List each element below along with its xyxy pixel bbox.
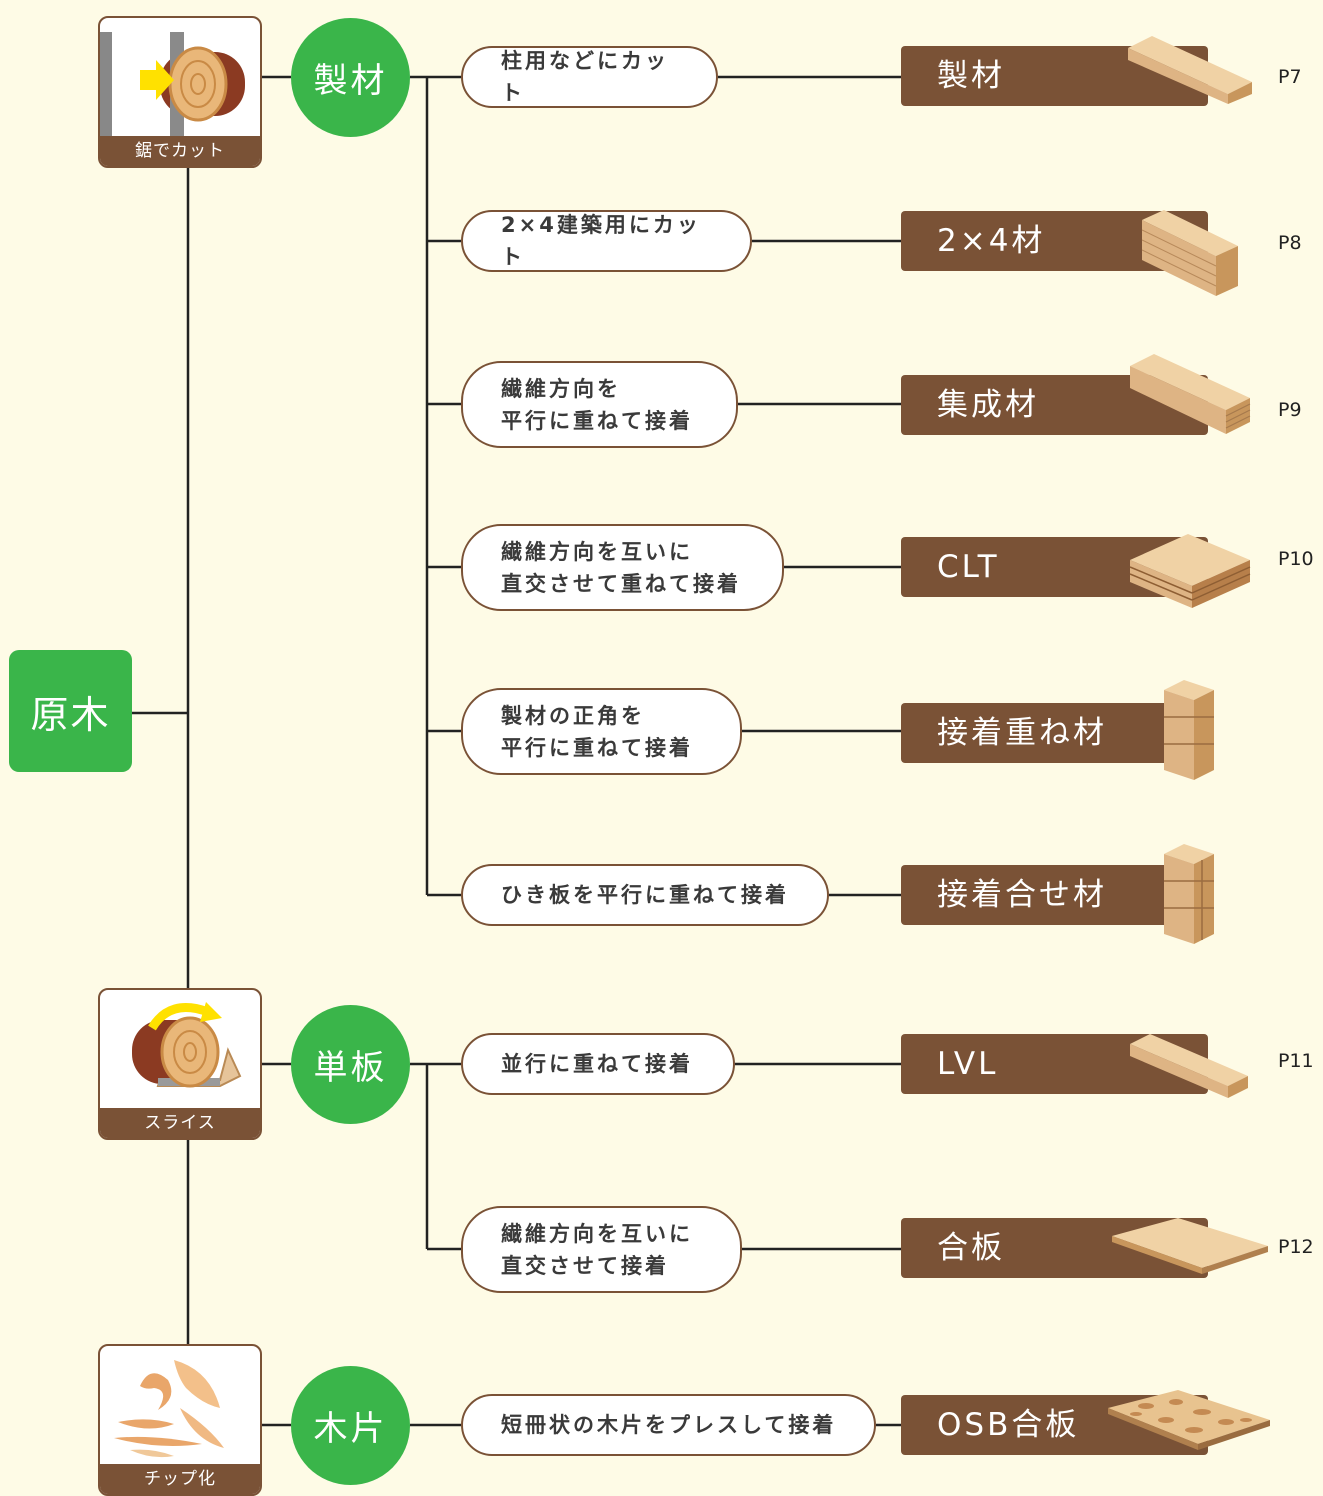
process-step: 短冊状の木片をプレスして接着 (461, 1394, 876, 1456)
method-card-sawing: 鋸でカット (98, 16, 262, 168)
root-raw-log: 原木 (9, 650, 132, 772)
root-label: 原木 (30, 692, 111, 737)
plywood-icon (1112, 1218, 1268, 1274)
process-step: 並行に重ねて接着 (461, 1033, 735, 1095)
process-step: 2×4建築用にカット (461, 210, 752, 272)
method-label: 単板 (313, 1048, 388, 1088)
process-step: ひき板を平行に重ねて接着 (461, 864, 829, 926)
laminated-board-icon (1164, 844, 1214, 944)
method-veneer: 単板 (291, 1005, 410, 1124)
wood-chips-icon (114, 1360, 224, 1458)
page-ref: P10 (1278, 548, 1314, 570)
page-ref: P11 (1278, 1050, 1314, 1072)
osb-icon (1108, 1390, 1270, 1450)
method-sawn-lumber: 製材 (291, 18, 410, 137)
page-ref: P9 (1278, 399, 1302, 421)
method-wood-chips: 木片 (291, 1366, 410, 1485)
product-glued-stacked-timber: 接着重ね材 (901, 703, 1208, 763)
log-saw-icon (100, 32, 245, 140)
product-glued-laminated-board: 接着合せ材 (901, 865, 1208, 925)
page-ref: P7 (1278, 66, 1302, 88)
page-ref: P8 (1278, 232, 1302, 254)
glulam-icon (1130, 354, 1251, 434)
clt-icon (1129, 534, 1251, 608)
method-label: 製材 (313, 61, 388, 101)
card-caption: スライス (100, 1108, 260, 1138)
process-step: 繊維方向を互いに 直交させて接着 (461, 1206, 742, 1293)
process-step: 繊維方向を互いに 直交させて重ねて接着 (461, 524, 784, 611)
process-step: 柱用などにカット (461, 46, 718, 108)
lvl-icon (1130, 1034, 1248, 1098)
process-step: 製材の正角を 平行に重ねて接着 (461, 688, 742, 775)
method-card-chipping: チップ化 (98, 1344, 262, 1496)
card-caption: 鋸でカット (100, 136, 260, 166)
method-label: 木片 (313, 1409, 388, 1449)
stacked-timber-icon (1164, 680, 1214, 780)
lumber-icon (1128, 36, 1252, 104)
method-card-slicing: スライス (98, 988, 262, 1140)
log-slice-icon (132, 1002, 242, 1088)
page-ref: P12 (1278, 1236, 1314, 1258)
card-caption: チップ化 (100, 1464, 260, 1494)
2x4-icon (1141, 210, 1238, 296)
process-step: 繊維方向を 平行に重ねて接着 (461, 361, 738, 448)
